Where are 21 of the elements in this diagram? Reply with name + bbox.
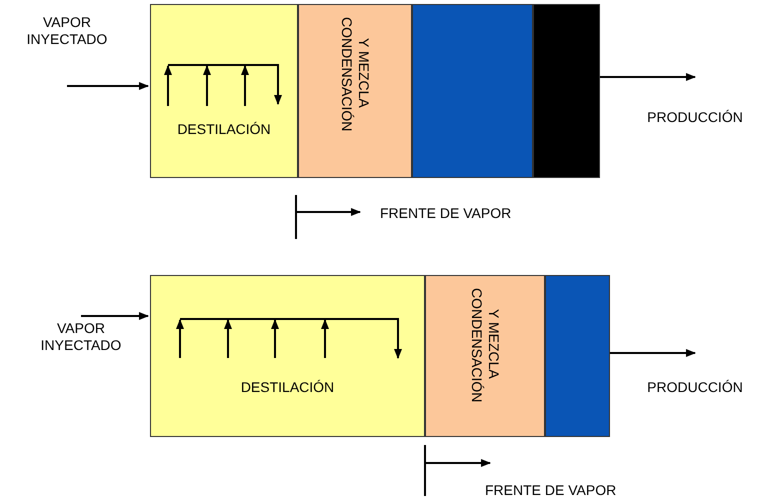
arrow [81, 312, 149, 320]
arrow [67, 82, 149, 90]
front-label: FRENTE DE VAPOR [485, 481, 616, 499]
text-label: VAPOR INYECTADO [22, 312, 140, 354]
front-label: FRENTE DE VAPOR [380, 204, 512, 222]
zone-band [150, 4, 298, 178]
zone-band [425, 275, 545, 437]
zone-label: DESTILACIÓN [240, 379, 336, 395]
arrow [610, 349, 696, 357]
zone-label: DESTILACIÓN [176, 121, 272, 137]
arrow [600, 73, 696, 81]
text-label: PRODUCCIÓN [628, 68, 762, 126]
text-label: VAPOR INYECTADO [12, 14, 122, 94]
zone-band [412, 4, 533, 178]
text-label: PRODUCCIÓN [628, 344, 762, 396]
zone-label: CONDENSACIÓN Y MEZCLA [338, 17, 373, 129]
zone-band [298, 4, 412, 178]
zone-band [533, 4, 600, 178]
zone-label: CONDENSACIÓN Y MEZCLA [468, 288, 503, 400]
zone-band [150, 275, 425, 437]
zone-band [545, 275, 610, 437]
